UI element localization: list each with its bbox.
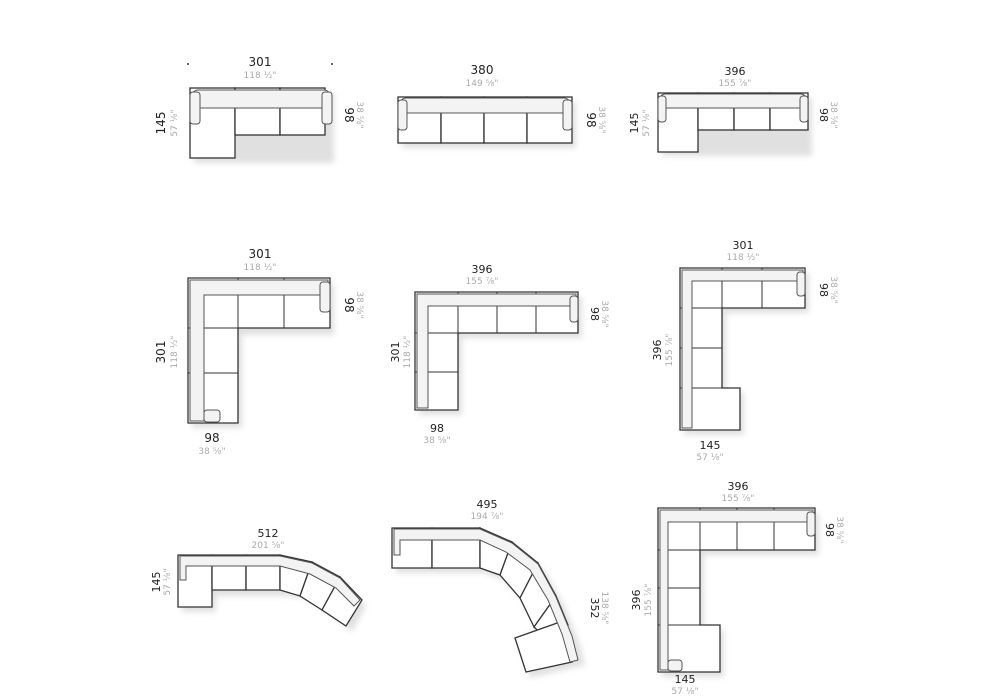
config-straight-4-seat: 380 149 ⅝" 98 38 ⅝" (397, 63, 606, 148)
config-corner-chaise-301x396: 301 118 ½" 396 155 ⅞" 145 57 ⅛" 98 38 ⅝" (651, 239, 838, 463)
bottom-cm: 145 (700, 439, 721, 452)
side-cm: 98 (817, 283, 830, 297)
width-cm: 301 (249, 247, 272, 261)
bottom-cm: 98 (204, 431, 219, 445)
height-cm: 396 (630, 590, 643, 611)
side-cm: 98 (342, 107, 356, 122)
depth-in: 57 ⅛" (642, 109, 652, 136)
bottom-cm: 98 (430, 422, 444, 435)
width-cm: 396 (728, 480, 749, 493)
width-in: 194 ⅞" (471, 512, 504, 522)
bottom-cm: 145 (675, 673, 696, 686)
width-cm: 301 (733, 239, 754, 252)
depth-cm: 145 (150, 572, 163, 593)
width-in: 118 ½" (727, 253, 760, 263)
height-in: 138 ⅝" (599, 592, 609, 625)
width-in: 155 ⅞" (466, 277, 499, 287)
width-cm: 495 (477, 498, 498, 511)
width-in: 155 ⅞" (722, 494, 755, 504)
side-in: 38 ⅝" (834, 516, 844, 543)
side-cm: 98 (817, 108, 830, 122)
depth-cm: 145 (154, 112, 168, 135)
config-curved-chaise: 512 201 ⅝" 145 57 ⅛" (150, 527, 366, 632)
depth-in: 57 ⅛" (163, 568, 173, 595)
config-chaise-3-seat: 301 118 ½" 145 57 ⅛" 98 38 ⅝" (154, 55, 364, 163)
config-corner-396x301: 396 155 ⅞" 301 118 ½" 98 38 ⅝" 98 38 ⅝" (389, 263, 609, 446)
bottom-in: 57 ⅛" (696, 453, 723, 463)
side-cm: 98 (584, 112, 598, 127)
width-in: 118 ½" (244, 263, 277, 273)
height-cm: 352 (588, 598, 601, 619)
width-cm: 396 (725, 65, 746, 78)
side-in: 38 ⅝" (828, 276, 838, 303)
width-in: 201 ⅝" (252, 541, 285, 551)
side-in: 38 ⅝" (354, 101, 364, 128)
width-in: 149 ⅝" (466, 79, 499, 89)
config-corner-301x301: 301 118 ½" 301 118 ½" 98 38 ⅝" 98 38 ⅝" (154, 247, 364, 457)
side-in: 38 ⅝" (599, 300, 609, 327)
bottom-in: 38 ⅝" (198, 447, 225, 457)
config-curved-long: 495 194 ⅞" 352 138 ⅝" (391, 498, 609, 678)
depth-cm: 145 (628, 113, 641, 134)
side-cm: 98 (342, 297, 356, 312)
side-cm: 98 (823, 523, 836, 537)
width-cm: 380 (471, 63, 494, 77)
height-in: 118 ½" (403, 336, 413, 369)
width-in: 118 ½" (244, 71, 277, 81)
width-cm: 396 (472, 263, 493, 276)
side-in: 38 ⅝" (354, 291, 364, 318)
bottom-in: 38 ⅝" (423, 436, 450, 446)
side-in: 38 ⅝" (828, 101, 838, 128)
width-cm: 301 (249, 55, 272, 69)
bottom-in: 57 ⅛" (671, 687, 698, 697)
height-cm: 301 (389, 342, 402, 363)
depth-in: 57 ⅛" (170, 109, 180, 136)
side-in: 38 ⅝" (596, 106, 606, 133)
side-cm: 98 (588, 307, 601, 321)
config-corner-chaise-396x396: 396 155 ⅞" 396 155 ⅞" 145 57 ⅛" 98 38 ⅝" (630, 480, 844, 697)
height-cm: 301 (154, 341, 168, 364)
height-in: 155 ⅞" (665, 334, 675, 367)
width-in: 155 ⅞" (719, 79, 752, 89)
config-chaise-4-seat: 396 155 ⅞" 145 57 ⅛" 98 38 ⅝" (628, 65, 838, 156)
width-cm: 512 (258, 527, 279, 540)
height-in: 118 ½" (170, 336, 180, 369)
height-cm: 396 (651, 340, 664, 361)
height-in: 155 ⅞" (644, 584, 654, 617)
